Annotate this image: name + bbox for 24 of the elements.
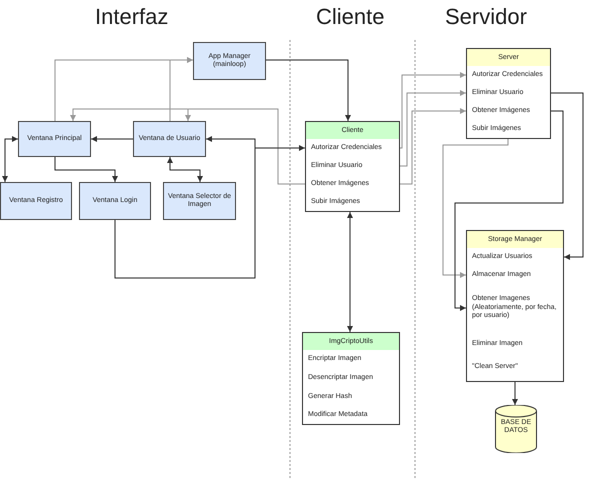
double-arrow bbox=[2, 136, 18, 182]
arrow bbox=[442, 138, 508, 278]
database-cylinder bbox=[495, 405, 537, 453]
arrow bbox=[400, 72, 466, 148]
class-box bbox=[305, 121, 400, 212]
column-heading: Interfaz bbox=[95, 4, 168, 30]
double-arrow bbox=[347, 212, 353, 332]
class-box bbox=[302, 332, 400, 425]
arrow bbox=[185, 108, 306, 184]
arrow bbox=[550, 92, 584, 260]
arrow bbox=[400, 108, 466, 184]
class-box bbox=[466, 48, 551, 139]
column-heading: Cliente bbox=[316, 4, 384, 30]
arrow bbox=[400, 90, 466, 166]
arrow bbox=[170, 57, 194, 122]
arrow bbox=[512, 382, 518, 406]
arrow bbox=[454, 110, 564, 311]
column-heading: Servidor bbox=[445, 4, 527, 30]
class-box bbox=[466, 230, 564, 382]
arrow bbox=[266, 60, 351, 122]
arrow bbox=[90, 136, 134, 142]
double-arrow bbox=[167, 156, 203, 182]
arrow bbox=[114, 145, 306, 278]
arrow bbox=[54, 156, 118, 182]
